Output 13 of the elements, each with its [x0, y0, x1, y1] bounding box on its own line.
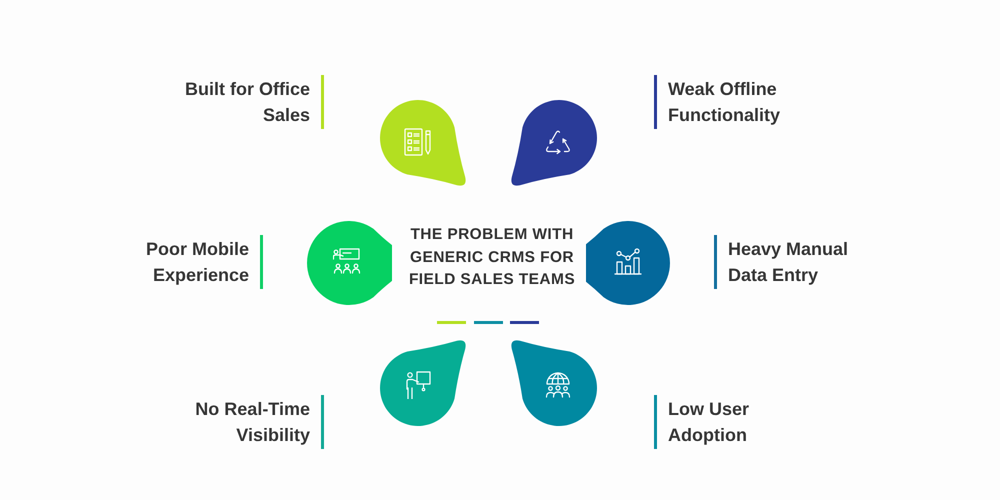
diagram-title: THE PROBLEM WITH GENERIC CRMS FOR FIELD SALES TEAMS — [408, 225, 576, 290]
drop-shape — [586, 221, 670, 306]
problem-label: Weak Offline Functionality — [654, 75, 796, 129]
drop-shape — [380, 340, 466, 426]
drop-shape — [511, 100, 597, 186]
problem-label: Heavy Manual Data Entry — [714, 235, 866, 289]
drop-shape — [307, 221, 392, 306]
problem-label: Built for Office Sales — [172, 75, 324, 129]
problem-label: Low User Adoption — [654, 395, 764, 449]
drop-shape — [380, 100, 466, 186]
problem-label: No Real-Time Visibility — [182, 395, 324, 449]
problem-label: Poor Mobile Experience — [133, 235, 263, 289]
drop-shape — [511, 340, 597, 426]
